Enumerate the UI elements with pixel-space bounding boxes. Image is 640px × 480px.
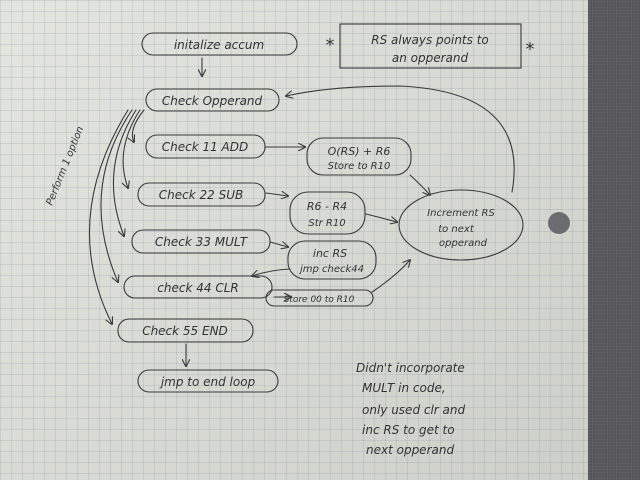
node-inc-rs-line2: jmp check44	[298, 264, 364, 275]
node-init-label: initalize accum	[174, 38, 264, 52]
node-check-33: Check 33 MULT	[131, 229, 271, 254]
node-check-33-label: Check 33 MULT	[155, 235, 249, 249]
node-check-22: Check 22 SUB	[137, 182, 266, 207]
bottom-note-line: Didn't incorporate	[356, 361, 465, 375]
arrow-loop-back	[286, 85, 515, 193]
background-surface	[588, 0, 640, 480]
node-add-op-line2: Store to R10	[328, 161, 391, 172]
side-label-perform-option: Perform 1 option	[45, 125, 87, 207]
bottom-note-line: only used clr and	[362, 403, 466, 417]
arrow-sub-to-op	[265, 193, 288, 196]
node-add-op-line1: O(RS) + R6	[328, 145, 391, 158]
arrow-addop-to-increment	[409, 174, 430, 195]
branch-arrow-22	[123, 109, 141, 188]
node-inc-rs: inc RS jmp check44	[287, 240, 377, 280]
node-check-44: check 44 CLR	[123, 275, 273, 299]
branch-arrow-44	[100, 109, 133, 282]
node-sub-op-line1: R6 - R4	[307, 200, 347, 213]
node-clr-op: Store 00 to R10	[265, 289, 374, 307]
bottom-note: Didn't incorporate MULT in code, only us…	[356, 361, 466, 457]
node-check-11: Check 11 ADD	[145, 134, 266, 159]
connector-arrows	[88, 57, 515, 366]
node-increment-line3: opperand	[439, 238, 488, 249]
arrow-clrop-to-increment	[371, 260, 410, 293]
node-inc-rs-line1: inc RS	[313, 247, 347, 260]
node-increment-line1: Increment RS	[427, 208, 495, 219]
rs-note-line1: RS always points to	[371, 33, 489, 47]
branch-arrow-55	[88, 109, 129, 324]
star-right: *	[526, 39, 535, 60]
arrow-mult-to-inc	[269, 242, 288, 247]
bottom-note-line: inc RS to get to	[362, 423, 455, 437]
node-add-op: O(RS) + R6 Store to R10	[306, 137, 412, 176]
node-increment-line2: to next	[438, 224, 475, 235]
node-check-22-label: Check 22 SUB	[159, 188, 243, 202]
rs-note: RS always points to an opperand * *	[326, 23, 535, 69]
node-jmp-end: jmp to end loop	[137, 369, 279, 393]
node-sub-op: R6 - R4 Str R10	[289, 191, 366, 235]
node-check-44-label: check 44 CLR	[157, 281, 238, 295]
graph-paper	[0, 0, 588, 480]
node-check-11-label: Check 11 ADD	[162, 140, 249, 154]
branch-arrow-11	[132, 109, 145, 142]
node-check-55: Check 55 END	[117, 318, 254, 343]
arrow-inc-to-clr	[252, 268, 291, 276]
node-check-55-label: Check 55 END	[142, 324, 228, 338]
bottom-note-line: MULT in code,	[362, 381, 446, 395]
bottom-note-line: next opperand	[366, 443, 454, 457]
node-init: initalize accum	[141, 32, 298, 56]
rs-note-line2: an opperand	[392, 51, 469, 65]
punch-hole	[548, 212, 570, 234]
branch-arrow-33	[112, 109, 137, 236]
node-clr-op-label: Store 00 to R10	[284, 295, 355, 305]
node-check-opperand: Check Opperand	[145, 88, 280, 112]
arrow-subop-to-increment	[365, 213, 397, 222]
node-increment-rs: Increment RS to next opperand	[398, 189, 524, 261]
node-check-opperand-label: Check Opperand	[162, 94, 263, 108]
star-left: *	[326, 35, 335, 56]
node-jmp-end-label: jmp to end loop	[159, 375, 256, 389]
node-sub-op-line2: Str R10	[308, 218, 345, 229]
